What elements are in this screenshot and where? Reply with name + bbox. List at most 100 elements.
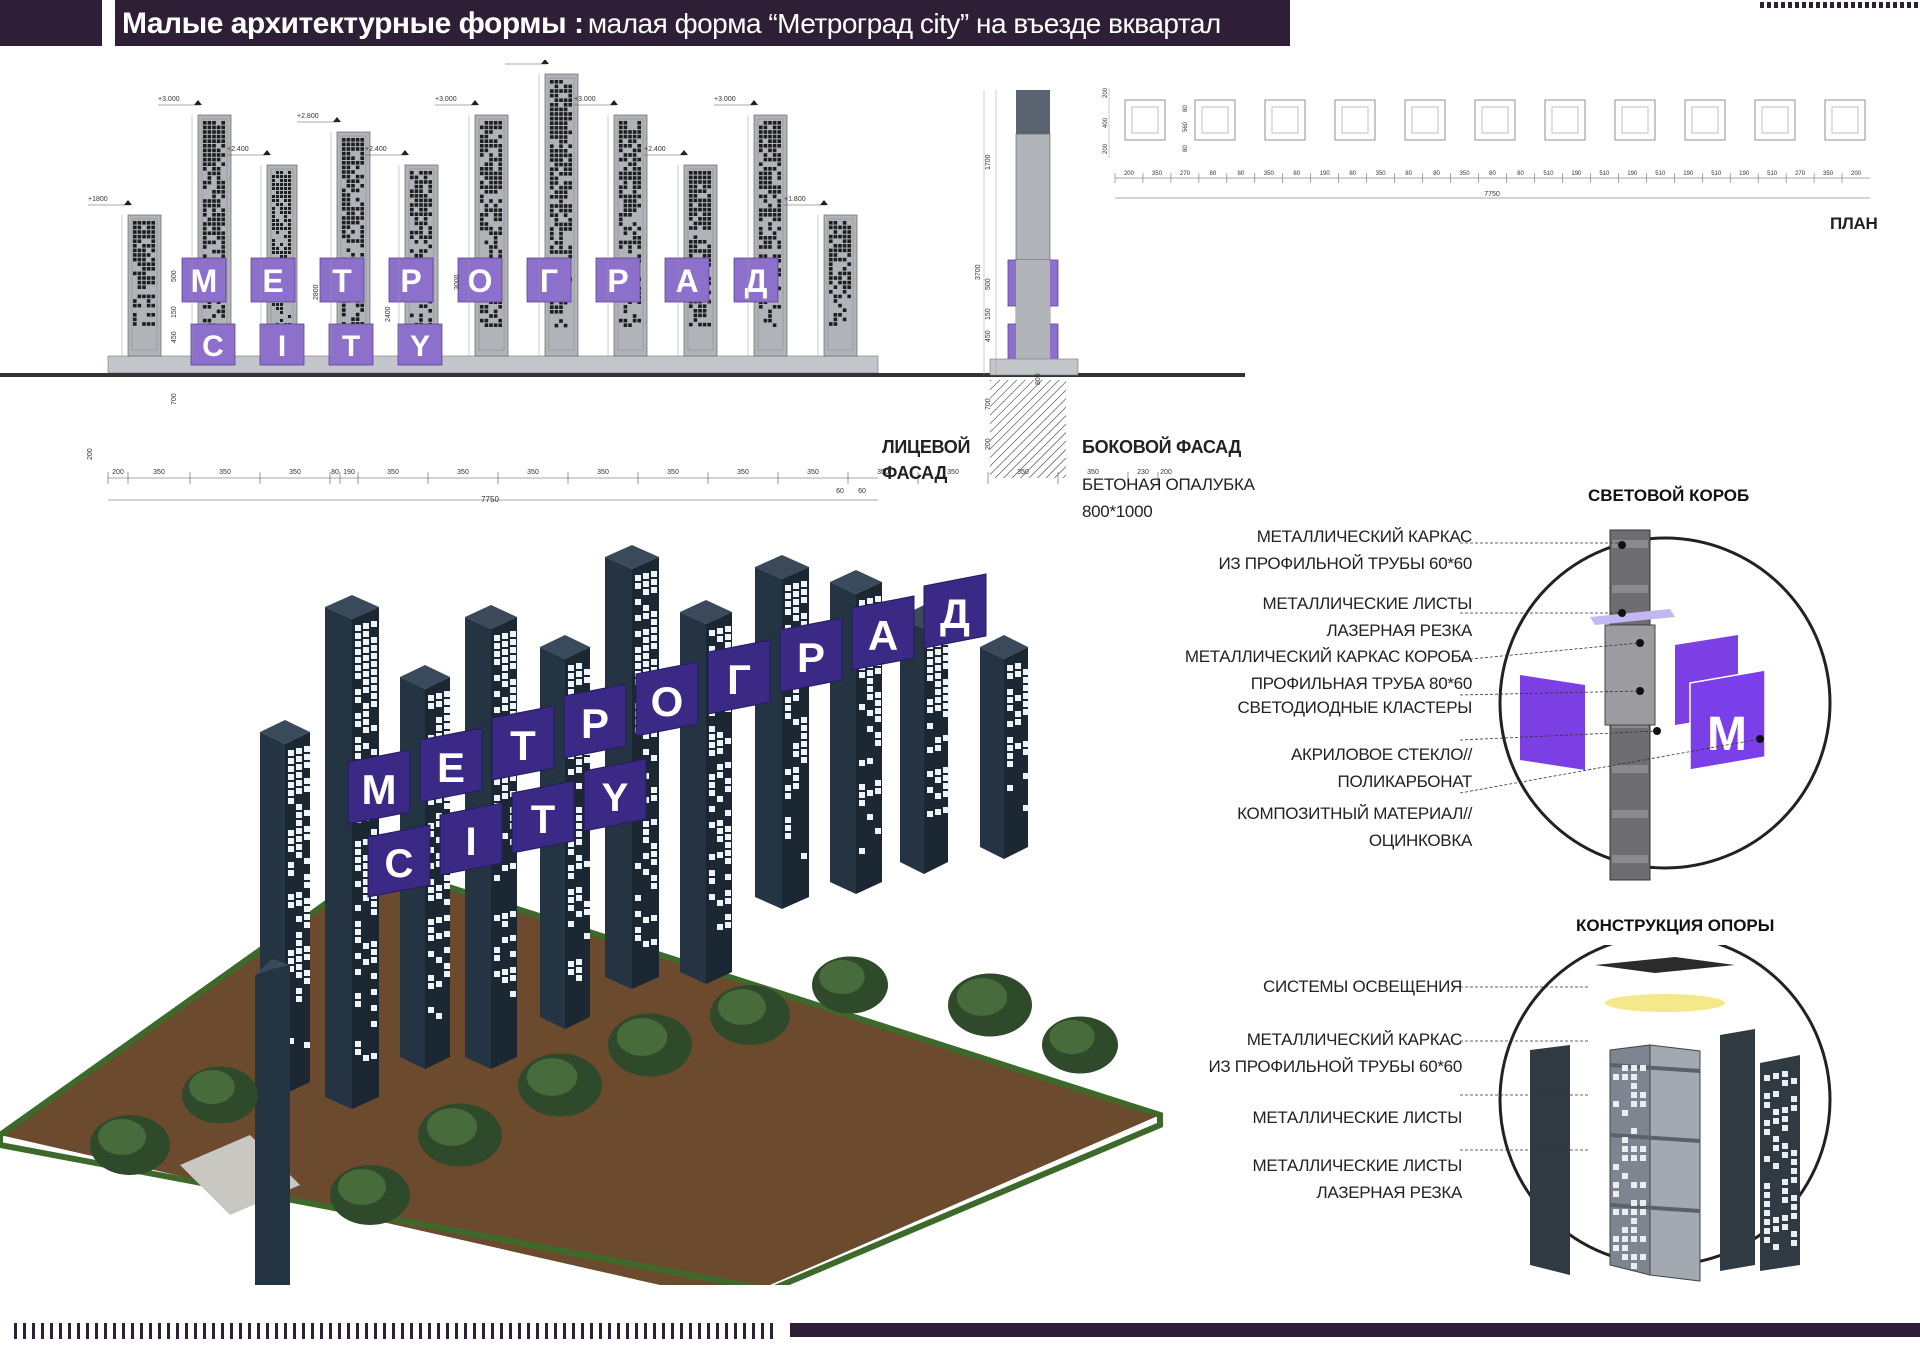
elevation-perforation [559,107,563,112]
elevation-perforation [689,244,693,249]
render-perforation [859,800,865,806]
elevation-perforation [847,285,851,289]
render-perforation [428,831,434,837]
render-perforation [363,671,369,677]
elevation-perforation [212,203,216,208]
elevation-perforation [829,267,833,271]
elevation-perforation [414,240,419,244]
elevation-perforation [759,226,763,231]
elevation-perforation [221,305,225,309]
vertical-dim: 150 [171,306,178,318]
render-perforation [576,783,582,789]
render-perforation [635,583,641,589]
elevation-perforation [203,139,207,143]
render-pillar-left [755,567,782,909]
render-perforation [510,703,516,709]
elevation-perforation [842,257,847,262]
vertical-dim: 700 [171,393,178,405]
elevation-perforation [489,208,493,212]
elevation-perforation [346,161,351,165]
elevation-perforation [221,309,225,314]
elevation-perforation [632,222,637,226]
elevation-perforation [489,199,493,203]
elevation-perforation [772,194,777,199]
elevation-perforation [698,322,702,327]
elevation-perforation [619,185,623,189]
render-perforation [709,774,715,780]
elevation-perforation [550,213,554,217]
render-perforation [436,717,442,723]
elevation-perforation [276,231,279,234]
elevation-perforation [137,234,142,239]
elevation-perforation [284,187,287,190]
elevation-perforation [623,226,628,231]
elevation-perforation [550,176,554,181]
elevation-perforation [632,176,637,180]
render-perforation [494,955,500,961]
elevation-perforation [493,208,498,212]
render-perforation [502,833,508,839]
elevation-perforation [563,112,568,116]
render-perforation [1015,663,1021,669]
elevation-perforation [768,318,772,323]
bottom-dim: 60 [836,488,844,495]
elevation-ground-line [0,373,1245,377]
render-perforation [428,863,434,869]
elevation-perforation [280,183,283,186]
render-bushes [90,956,1118,1225]
elevation-perforation [151,294,155,299]
render-perforation [510,863,516,869]
render-perforation [793,767,799,773]
support-perforation [1782,1125,1788,1131]
elevation-perforation [568,227,572,231]
render-perforation [793,599,799,605]
elevation-perforation [480,180,484,185]
elevation-perforation [360,151,364,156]
elevation-perforation [203,226,207,231]
render-perforation [725,634,731,640]
elevation-perforation [768,226,772,231]
elevation-perforation [272,227,275,230]
render-perforation [371,669,377,675]
support-perforation [1764,1156,1770,1162]
elevation-perforation [207,153,212,157]
elevation-perforation [493,236,498,240]
render-perforation [288,830,294,836]
render-perforation [651,883,657,889]
side-dim: 450 [985,330,992,342]
elevation-perforation [842,317,847,322]
elevation-perforation [288,207,291,210]
elevation-perforation [203,121,207,125]
elevation-perforation [493,144,498,148]
elevation-perforation [133,244,137,248]
elevation-perforation [628,249,632,254]
elevation-perforation [221,254,225,258]
render-perforation [651,643,657,649]
frame-perforation [1613,1074,1619,1080]
plan-hdim: 80 [1210,171,1217,177]
elevation-perforation [151,322,155,326]
elevation-letter: T [342,330,360,363]
elevation-perforation [207,148,212,153]
elevation-perforation [489,121,493,125]
support-perforation [1791,1177,1797,1183]
frame-perforation [1631,1254,1637,1260]
elevation-perforation [563,185,568,190]
support-sheet-laser [1760,1055,1800,1271]
elevation-perforation [554,121,559,125]
elevation-perforation [280,303,283,306]
elevation-perforation [207,130,212,134]
elevation-perforation [772,153,777,157]
elevation-perforation [833,257,838,262]
elevation-perforation [829,221,833,225]
plan-hdim: 80 [1433,171,1440,177]
elevation-perforation [284,215,287,218]
bottom-dim: 350 [597,469,609,476]
render-perforation [859,672,865,678]
light-box-callout: светодиодные кластеры [1237,698,1473,717]
render-perforation [296,988,302,994]
elevation-perforation [568,250,572,254]
elevation-perforation [221,236,225,240]
elevation-perforation [838,248,842,253]
